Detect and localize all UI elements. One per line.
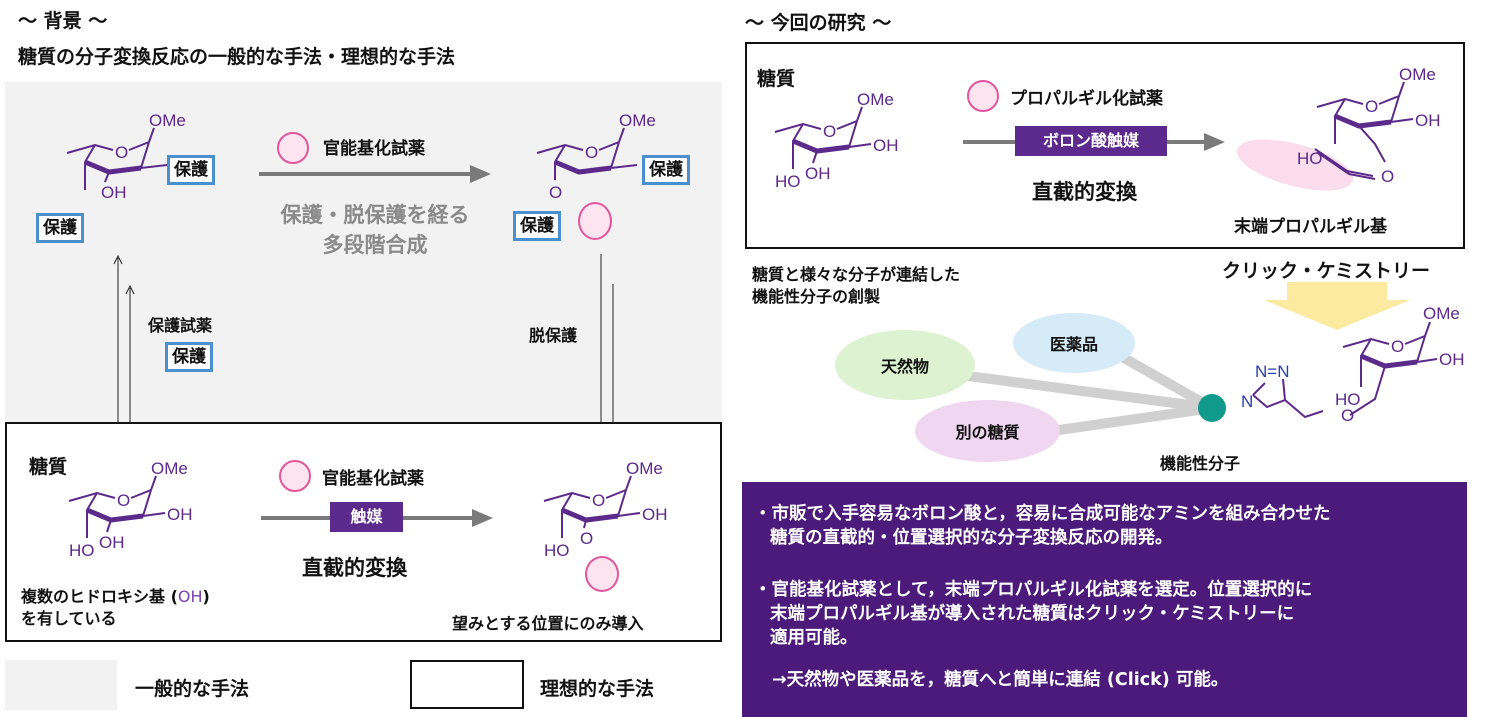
background-subtitle: 糖質の分子変換反応の一般的な手法・理想的な手法 [18, 46, 456, 68]
svg-text:OH: OH [805, 164, 831, 183]
propargyl-group-label: 末端プロパルギル基 [1234, 217, 1387, 237]
protect-tag: 保護 [642, 155, 690, 185]
legend-ideal-label: 理想的な手法 [540, 678, 655, 700]
reagent-label: プロパルギル化試薬 [1010, 89, 1163, 109]
background-heading: 〜 背景 〜 [18, 10, 108, 32]
svg-text:O: O [1391, 337, 1404, 356]
research-heading: 〜 今回の研究 〜 [745, 12, 892, 34]
svg-text:N=N: N=N [1255, 362, 1289, 381]
protect-tag: 保護 [513, 211, 561, 241]
svg-text:OH: OH [1439, 350, 1465, 369]
direct-conversion-label: 直截的変換 [302, 556, 407, 580]
svg-text:O: O [117, 491, 130, 510]
summary-bullet-1: ・市販で入手容易なボロン酸と，容易に合成可能なアミンを組み合わせた糖質の直截的・… [754, 504, 1331, 548]
svg-text:N: N [1241, 392, 1253, 411]
functional-group-circle-icon [578, 202, 612, 240]
teal-dot-icon [1198, 394, 1226, 422]
svg-text:OH: OH [167, 505, 193, 524]
svg-text:O: O [115, 143, 128, 162]
boronic-acid-catalyst-badge: ボロン酸触媒 [1015, 126, 1167, 156]
functional-group-circle-icon [279, 460, 311, 492]
svg-text:OMe: OMe [151, 459, 188, 478]
catalyst-badge: 触媒 [330, 502, 403, 532]
medicine-bubble: 医薬品 [1013, 313, 1135, 373]
summary-conclusion: →天然物や医薬品を，糖質へと簡単に連結 (Click) 可能。 [772, 670, 1229, 690]
legend-general-label: 一般的な手法 [135, 678, 250, 700]
propargyl-circle-icon [967, 80, 999, 112]
svg-text:O: O [1341, 406, 1354, 425]
reagent-label: 官能基化試薬 [322, 469, 424, 489]
reagent-label: 官能基化試薬 [323, 139, 425, 159]
hydroxyl-note: 複数のヒドロキシ基 (OH)を有している [21, 587, 210, 628]
down-arrow-icon [1264, 282, 1410, 330]
legend-ideal-swatch [410, 660, 524, 709]
svg-text:OH: OH [101, 183, 127, 202]
deprotect-label: 脱保護 [529, 326, 578, 345]
svg-text:OH: OH [642, 505, 668, 524]
functional-molecule-description: 糖質と様々な分子が連結した機能性分子の創製 [752, 265, 961, 306]
multistep-note: 保護・脱保護を経る多段階合成 [280, 203, 470, 257]
legend-general-swatch [5, 660, 117, 710]
sugar-label: 糖質 [757, 68, 796, 90]
protection-arrows-icon [113, 254, 135, 517]
svg-text:O: O [549, 183, 562, 202]
svg-text:O: O [585, 143, 598, 162]
svg-text:HO: HO [69, 541, 95, 560]
svg-text:OMe: OMe [1399, 65, 1436, 84]
svg-text:HO: HO [775, 172, 801, 191]
functional-molecule-label: 機能性分子 [1160, 454, 1241, 473]
svg-text:O: O [1381, 167, 1394, 186]
functional-group-circle-icon [585, 556, 619, 592]
svg-text:OH: OH [99, 533, 125, 552]
protect-tag: 保護 [36, 213, 84, 243]
svg-text:OMe: OMe [619, 111, 656, 130]
direct-conversion-label: 直截的変換 [1032, 180, 1137, 204]
svg-text:OMe: OMe [857, 90, 894, 109]
svg-text:OH: OH [1415, 111, 1441, 130]
svg-text:OH: OH [873, 136, 899, 155]
functional-group-circle-icon [277, 132, 309, 164]
svg-text:OMe: OMe [626, 459, 663, 478]
svg-text:HO: HO [544, 541, 570, 560]
svg-text:O: O [823, 122, 836, 141]
protect-reagent-label: 保護試薬 [148, 316, 213, 335]
svg-text:O: O [592, 491, 605, 510]
svg-text:O: O [1365, 97, 1378, 116]
result-label: 望みとする位置にのみ導入 [452, 614, 644, 633]
summary-panel: ・市販で入手容易なボロン酸と，容易に合成可能なアミンを組み合わせた糖質の直截的・… [742, 482, 1467, 717]
summary-bullet-2: ・官能基化試薬として，末端プロパルギル化試薬を選定。位置選択的に末端プロパルギル… [754, 580, 1313, 648]
svg-text:OMe: OMe [149, 111, 186, 130]
svg-text:HO: HO [1297, 149, 1323, 168]
other-sugar-bubble: 別の糖質 [915, 400, 1060, 462]
svg-text:O: O [580, 529, 593, 548]
reaction-arrow-icon [259, 165, 491, 183]
sugar-label: 糖質 [29, 456, 68, 478]
svg-text:OMe: OMe [1423, 304, 1460, 323]
link-lines [959, 345, 1215, 437]
click-chemistry-label: クリック・ケミストリー [1222, 260, 1431, 282]
svg-text:HO: HO [1335, 390, 1361, 409]
protect-tag: 保護 [167, 155, 215, 185]
protect-tag: 保護 [165, 342, 213, 372]
natural-product-bubble: 天然物 [835, 330, 975, 400]
